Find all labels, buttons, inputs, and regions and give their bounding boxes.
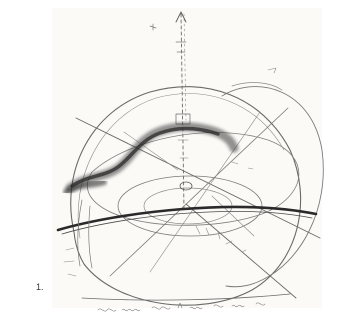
right-offset-circle: [221, 86, 324, 288]
diagonal-line-4: [185, 203, 297, 299]
zenith-mark: [149, 23, 157, 31]
diagonal-line-1: [75, 117, 321, 239]
vertical-axis: [180, 13, 185, 211]
diagonal-line-6: [211, 195, 255, 237]
horizon-arc-retrace: [61, 211, 313, 235]
diagonal-line-3: [149, 111, 261, 273]
horizon-arc: [56, 205, 318, 232]
right-small-arc: [231, 82, 283, 91]
left-vertical-strokes: [77, 199, 93, 269]
figure-number-label: 1.: [36, 282, 44, 292]
outer-sphere-circle: [70, 86, 302, 306]
center-marker: [179, 181, 193, 191]
bottom-handwritten-notes: [97, 302, 266, 312]
annotation-marks-center: [195, 225, 221, 240]
diagonal-line-5: [123, 131, 179, 171]
diagonal-line-2: [109, 107, 289, 277]
center-tick: [177, 139, 189, 159]
inner-ellipse-large: [117, 175, 263, 237]
annotation-marks-right: [225, 67, 277, 253]
smudged-path-stroke: [63, 122, 239, 195]
axis-tick-upper: [175, 41, 187, 53]
bottom-baseline: [81, 293, 291, 301]
left-small-marks: [63, 247, 77, 277]
axis-arrowhead: [175, 11, 187, 23]
